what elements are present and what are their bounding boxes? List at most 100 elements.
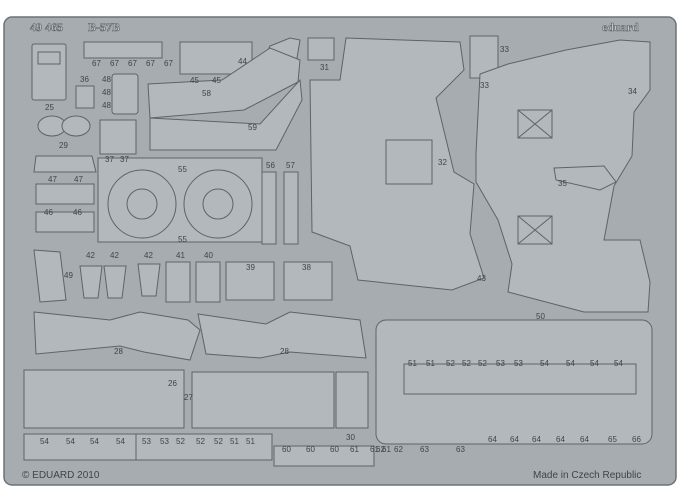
- part-56-strip: [261, 171, 277, 245]
- part-46-upper: [35, 183, 95, 205]
- label-32: 32: [438, 158, 447, 167]
- label-28-b: 28: [280, 347, 289, 356]
- label-41: 41: [176, 251, 185, 260]
- brand-logo: eduard: [602, 20, 639, 34]
- label-40: 40: [204, 251, 213, 260]
- part-29-ring-right: [61, 115, 91, 137]
- label-29: 29: [59, 141, 68, 150]
- part-57-strip: [283, 171, 299, 245]
- label-34: 34: [628, 87, 637, 96]
- label-row-bottom-mid-3: 61: [350, 445, 359, 454]
- label-row-bottom-left-10: 51: [246, 437, 255, 446]
- part-27-panel: [191, 371, 335, 429]
- label-row-bottom-right-2: 64: [532, 435, 541, 444]
- label-row-bottom-right-4: 64: [580, 435, 589, 444]
- label-row-mid-9: 54: [590, 359, 599, 368]
- part-25-window: [37, 51, 61, 65]
- label-59: 59: [248, 123, 257, 132]
- label-46-a: 46: [44, 208, 53, 217]
- label-row-bottom-mid-0: 60: [282, 445, 291, 454]
- label-row-bottom-mid-4: 61: [370, 445, 379, 454]
- label-row-mid-4: 52: [478, 359, 487, 368]
- part-30-rail-left: [23, 433, 143, 461]
- label-row-bottom-mid-6: 62: [376, 445, 385, 454]
- label-48-b: 48: [102, 88, 111, 97]
- label-67-4: 67: [164, 59, 173, 68]
- label-row-bottom-left-7: 52: [196, 437, 205, 446]
- part-42-bracket-c: [137, 263, 161, 297]
- label-row-bottom-left-3: 54: [116, 437, 125, 446]
- label-46-b: 46: [73, 208, 82, 217]
- copyright-notice: © EDUARD 2010: [22, 470, 100, 481]
- label-row-mid-8: 54: [566, 359, 575, 368]
- part-59-frame: [149, 78, 303, 151]
- part-38-plate: [283, 261, 333, 301]
- label-57: 57: [286, 161, 295, 170]
- label-28-a: 28: [114, 347, 123, 356]
- label-35: 35: [558, 179, 567, 188]
- label-38: 38: [302, 263, 311, 272]
- label-row-mid-0: 51: [408, 359, 417, 368]
- label-26: 26: [168, 379, 177, 388]
- label-58: 58: [202, 89, 211, 98]
- part-34-x-lower: [517, 215, 553, 245]
- label-50: 50: [536, 312, 545, 321]
- label-row-bottom-mid-8: 63: [420, 445, 429, 454]
- label-37-b: 37: [120, 155, 129, 164]
- part-26-side-panel: [335, 371, 369, 429]
- part-55-right-hub: [202, 188, 234, 220]
- part-67-strip: [83, 41, 163, 59]
- label-67-1: 67: [110, 59, 119, 68]
- label-47-b: 47: [74, 175, 83, 184]
- part-50-tray-window: [403, 363, 637, 395]
- label-39: 39: [246, 263, 255, 272]
- aircraft-title: B-57B: [88, 20, 120, 34]
- label-row-bottom-mid-9: 63: [456, 445, 465, 454]
- label-row-mid-10: 54: [614, 359, 623, 368]
- part-31-square: [307, 37, 335, 61]
- part-26-panel: [23, 369, 185, 429]
- label-row-mid-7: 54: [540, 359, 549, 368]
- label-27: 27: [184, 393, 193, 402]
- label-row-bottom-right-1: 64: [510, 435, 519, 444]
- part-48-panel: [111, 73, 139, 115]
- label-row-bottom-left-8: 52: [214, 437, 223, 446]
- label-row-bottom-right-3: 64: [556, 435, 565, 444]
- part-42-bracket-a: [79, 265, 103, 299]
- label-36: 36: [80, 75, 89, 84]
- part-58-frame: [147, 47, 301, 119]
- label-row-bottom-left-9: 51: [230, 437, 239, 446]
- part-42-bracket-b: [103, 265, 127, 299]
- label-56: 56: [266, 161, 275, 170]
- label-67-3: 67: [146, 59, 155, 68]
- label-30: 30: [346, 433, 355, 442]
- label-row-bottom-mid-5: 61: [382, 445, 391, 454]
- part-30-rail-mid: [135, 433, 273, 461]
- label-49: 49: [64, 271, 73, 280]
- part-55-left-hub: [126, 188, 158, 220]
- label-row-bottom-mid-1: 60: [306, 445, 315, 454]
- part-46-lower: [35, 211, 95, 233]
- label-67-0: 67: [92, 59, 101, 68]
- label-42-c: 42: [144, 251, 153, 260]
- label-row-bottom-mid-7: 62: [394, 445, 403, 454]
- label-67-2: 67: [128, 59, 137, 68]
- label-44: 44: [238, 57, 247, 66]
- label-row-bottom-left-5: 53: [160, 437, 169, 446]
- label-43: 43: [477, 274, 486, 283]
- part-40-plate: [195, 261, 221, 303]
- part-32-fitting: [385, 139, 433, 185]
- label-25: 25: [45, 103, 54, 112]
- part-39-plate: [225, 261, 275, 301]
- label-47-a: 47: [48, 175, 57, 184]
- label-row-bottom-left-0: 54: [40, 437, 49, 446]
- label-row-bottom-left-4: 53: [142, 437, 151, 446]
- label-48-c: 48: [102, 101, 111, 110]
- label-row-bottom-left-1: 54: [66, 437, 75, 446]
- part-28-left-strip: [33, 311, 201, 361]
- label-row-bottom-right-5: 65: [608, 435, 617, 444]
- label-45-b: 45: [212, 76, 221, 85]
- part-49-plate: [33, 249, 67, 303]
- part-number: 49 465: [30, 20, 63, 34]
